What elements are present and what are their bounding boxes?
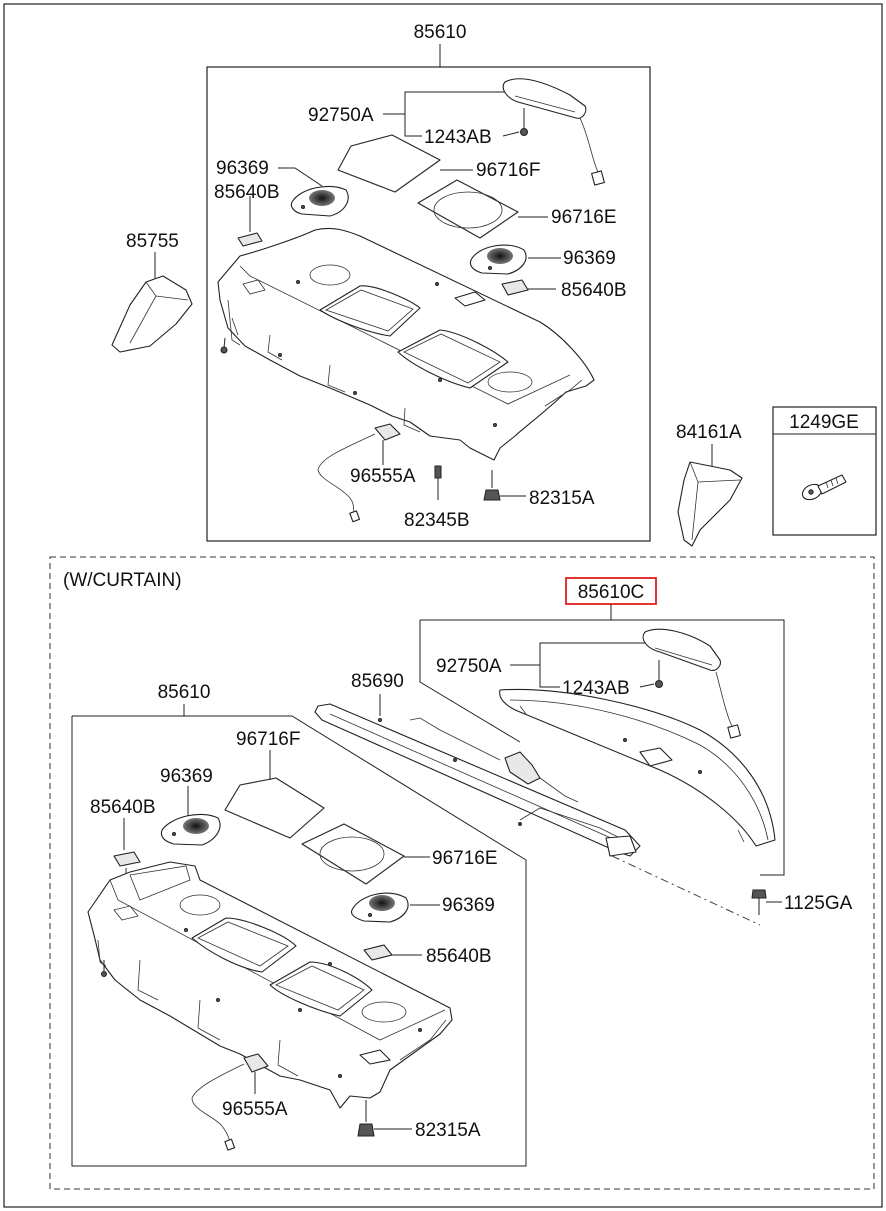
curtain-assembly-number: 85610C: [578, 582, 645, 603]
curtain-inner-assembly-number: 85610: [158, 682, 211, 703]
grille-96716F-curtain: [224, 777, 325, 839]
curtain-label-82315A: 82315A: [415, 1120, 481, 1141]
curtain-cover-panel: [499, 688, 776, 847]
speaker-cover-curtain-left: [160, 813, 221, 846]
curtain-frame-85690: [314, 703, 641, 857]
harness-96555A-upper: [317, 423, 401, 523]
curtain-assembly-highlight: [565, 577, 657, 605]
side-parts: 84161A 1249GE: [676, 406, 877, 547]
stop-lamp-upper: [502, 78, 605, 186]
upper-label-96716E: 96716E: [551, 207, 617, 228]
box-1249GE: [772, 406, 877, 536]
upper-assembly-number: 85610: [414, 22, 467, 43]
label-84161A: 84161A: [676, 422, 742, 443]
speaker-cover-curtain-right: [350, 892, 409, 923]
package-tray-curtain: [87, 861, 453, 1109]
curtain-label-92750A: 92750A: [436, 656, 502, 677]
label-1249GE: 1249GE: [789, 412, 859, 433]
upper-label-85640B-right: 85640B: [561, 280, 627, 301]
curtain-label-85640B-right: 85640B: [426, 946, 492, 967]
side-trim-85755: [111, 275, 193, 353]
curtain-label-96369-right: 96369: [442, 895, 495, 916]
speaker-cover-upper-right: [469, 244, 527, 275]
speaker-cover-upper-left: [290, 185, 349, 217]
harness-96555A-curtain: [191, 1053, 269, 1151]
upper-assembly-box: [206, 66, 651, 542]
curtain-label-1125GA: 1125GA: [784, 893, 853, 914]
screw-1249GE: [801, 474, 847, 501]
upper-label-85755: 85755: [126, 231, 179, 252]
curtain-label-96716F: 96716F: [236, 729, 300, 750]
curtain-section-title: (W/CURTAIN): [63, 570, 182, 591]
bolt-1125GA: [751, 889, 767, 915]
curtain-assembly-box: [420, 619, 785, 876]
grille-96716E-upper: [417, 179, 519, 239]
curtain-section: (W/CURTAIN) 85610C 92750A 1243AB: [49, 556, 875, 1190]
trim-84161A: [677, 461, 743, 547]
curtain-label-96369-left: 96369: [160, 766, 213, 787]
upper-label-96716F: 96716F: [476, 160, 540, 181]
upper-label-92750A: 92750A: [308, 105, 374, 126]
curtain-label-85690: 85690: [351, 671, 404, 692]
grille-96716F-upper: [337, 134, 441, 193]
upper-label-96369-right: 96369: [563, 248, 616, 269]
upper-label-96555A: 96555A: [350, 466, 416, 487]
upper-label-96369-left: 96369: [216, 158, 269, 179]
upper-label-82345B: 82345B: [404, 510, 470, 531]
upper-label-1243AB: 1243AB: [424, 127, 492, 148]
curtain-inner-box: [71, 715, 527, 1167]
page-frame: [3, 3, 883, 1208]
curtain-label-1243AB: 1243AB: [562, 678, 630, 699]
curtain-section-frame: [49, 556, 875, 1190]
grille-96716E-curtain: [301, 823, 405, 885]
curtain-label-96716E: 96716E: [432, 848, 498, 869]
upper-label-82315A: 82315A: [529, 488, 595, 509]
curtain-label-85640B-left: 85640B: [90, 797, 156, 818]
curtain-label-96555A: 96555A: [222, 1099, 288, 1120]
upper-label-85640B-left: 85640B: [214, 182, 280, 203]
upper-assembly: 85610 92750A 1243AB 96716F: [111, 22, 651, 542]
stop-lamp-curtain: [642, 628, 741, 739]
package-tray-upper: [217, 227, 595, 461]
